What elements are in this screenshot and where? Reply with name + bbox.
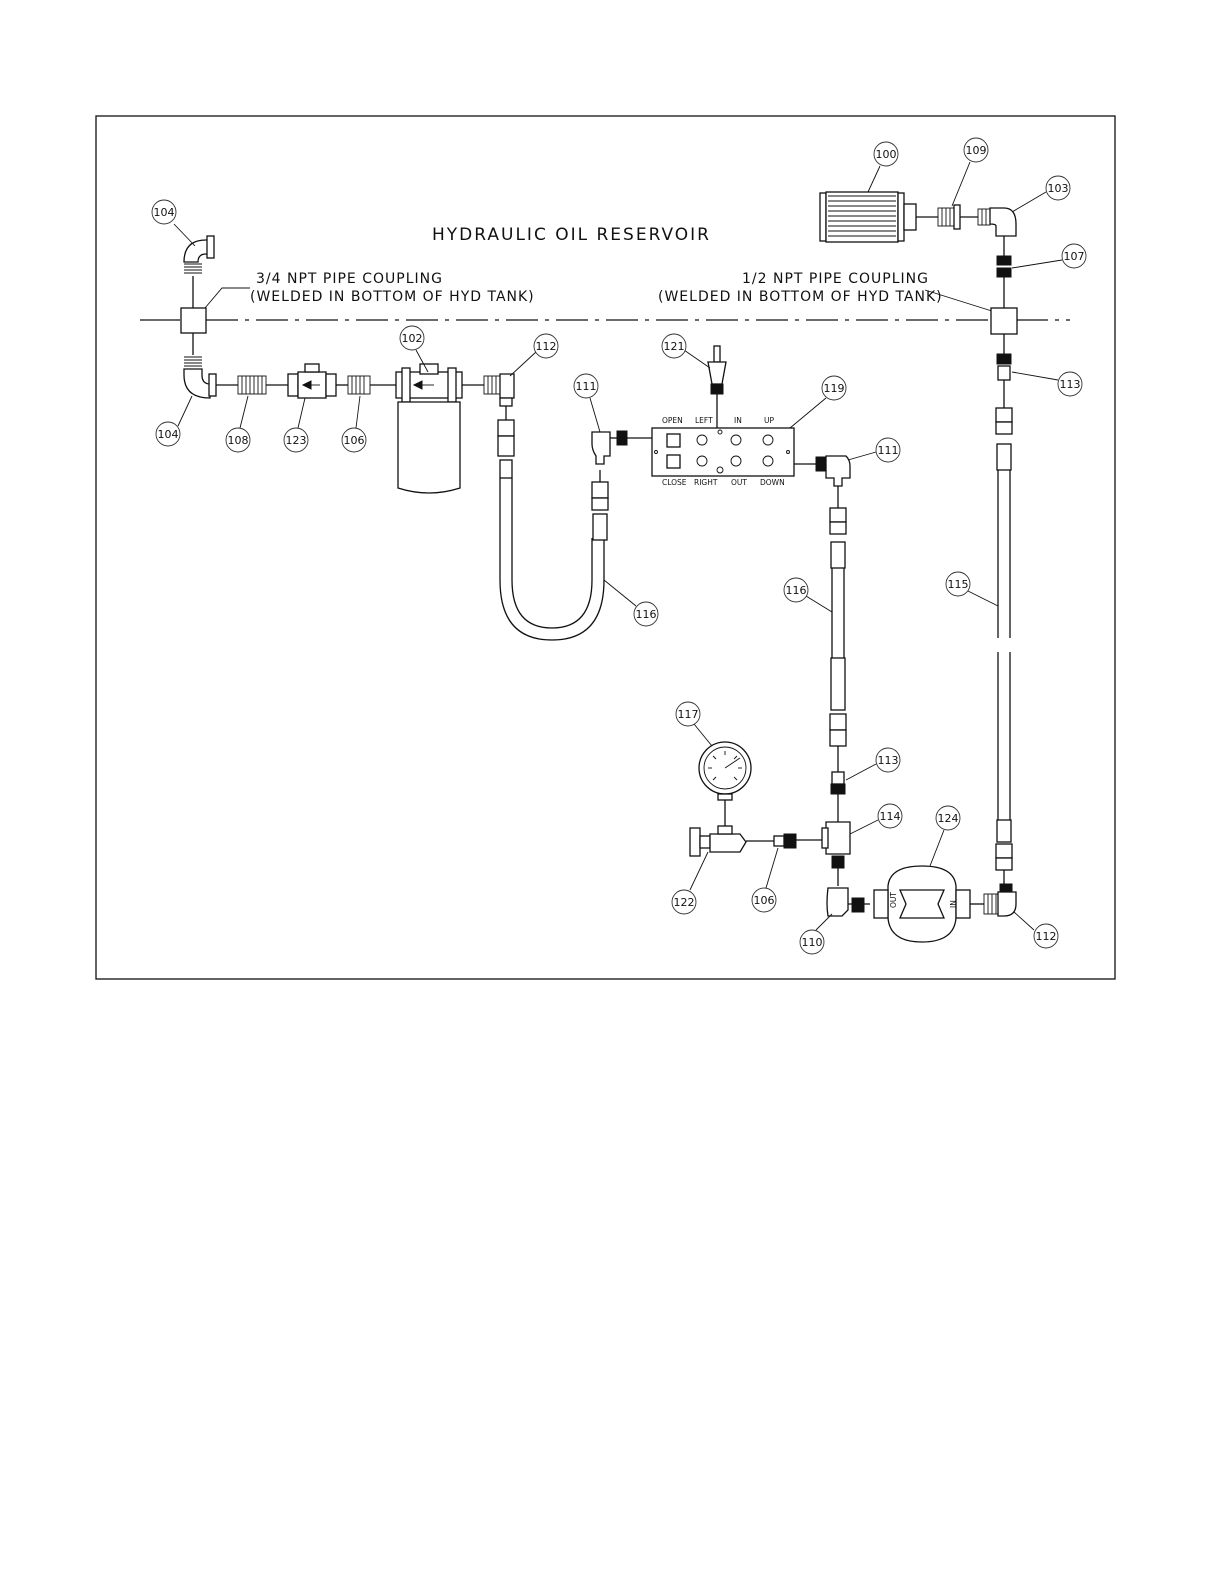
callout-122-label: 122: [674, 896, 695, 909]
callout-116-lower-label: 116: [636, 608, 657, 621]
callout-104-lower: 104: [156, 396, 192, 446]
nipple-106: [348, 376, 370, 394]
lower-elbow-104: [184, 333, 216, 398]
callout-104-upper: 104: [152, 200, 195, 246]
pump-label-in: IN: [949, 900, 958, 908]
callout-111-left-label: 111: [576, 380, 597, 393]
pump-124: OUT IN: [874, 866, 984, 942]
callout-106-upper-label: 106: [344, 434, 365, 447]
callout-108-label: 108: [228, 434, 249, 447]
right-coupling-label-line1: 1/2 NPT PIPE COUPLING: [742, 271, 929, 287]
left-coupling: [181, 308, 206, 333]
pump-label-out: OUT: [889, 892, 898, 908]
valve-label-out: OUT: [731, 478, 747, 487]
callout-113-upper: 113: [1012, 372, 1082, 396]
callout-115-label: 115: [948, 578, 969, 591]
callout-121: 121: [662, 334, 710, 368]
callout-124: 124: [930, 806, 960, 866]
strainer-100: [820, 192, 916, 242]
left-coupling-label-line2: (WELDED IN BOTTOM OF HYD TANK): [250, 289, 535, 305]
callout-116-lower: 116: [604, 580, 658, 626]
left-coupling-leader: [205, 288, 250, 308]
callout-113-upper-label: 113: [1060, 378, 1081, 391]
valve-label-up: UP: [764, 416, 774, 425]
pressure-gauge-117: [699, 742, 751, 800]
tee-114: [822, 822, 850, 886]
elbow-103: [978, 208, 1016, 256]
drawing-frame: [96, 116, 1115, 979]
callout-111-right-label: 111: [878, 444, 899, 457]
callout-115: 115: [946, 572, 998, 606]
valve-label-left: LEFT: [695, 416, 713, 425]
callout-112-left: 112: [510, 334, 558, 376]
callout-106-lower-label: 106: [754, 894, 775, 907]
callout-122: 122: [672, 852, 708, 914]
check-valve-123: [288, 364, 336, 398]
callout-123: 123: [284, 398, 308, 452]
callout-112-right-label: 112: [1036, 930, 1057, 943]
valve-label-open: OPEN: [662, 416, 683, 425]
callout-117: 117: [676, 702, 712, 746]
callout-121-label: 121: [664, 340, 685, 353]
elbow-111-left: [592, 431, 652, 464]
return-hose-115: [996, 408, 1012, 884]
callout-108: 108: [226, 396, 250, 452]
callout-123-label: 123: [286, 434, 307, 447]
elbow-110: [827, 888, 870, 916]
left-coupling-label-line1: 3/4 NPT PIPE COUPLING: [256, 271, 443, 287]
right-coupling-label-line2: (WELDED IN BOTTOM OF HYD TANK): [658, 289, 943, 305]
callout-110-label: 110: [802, 936, 823, 949]
suction-filter-102: [396, 364, 462, 493]
callout-112-right: 112: [1014, 912, 1058, 948]
callout-116-right-label: 116: [786, 584, 807, 597]
callout-114: 114: [850, 804, 902, 834]
pressure-hose-116: [830, 508, 846, 772]
callout-119-label: 119: [824, 382, 845, 395]
elbow-111-right: [794, 456, 850, 508]
callout-106-lower: 106: [752, 848, 778, 912]
callout-111-left: 111: [574, 374, 600, 432]
callout-116-right: 116: [784, 578, 832, 612]
callout-110: 110: [800, 914, 832, 954]
nipple-109: [938, 205, 960, 229]
callout-117-label: 117: [678, 708, 699, 721]
callout-107-label: 107: [1064, 250, 1085, 263]
callout-102-label: 102: [402, 332, 423, 345]
callout-103: 103: [1012, 176, 1070, 212]
gauge-branch: [746, 834, 822, 848]
callout-124-label: 124: [938, 812, 959, 825]
valve-label-close: CLOSE: [662, 478, 687, 487]
upper-elbow-104: [184, 236, 214, 308]
callout-109-label: 109: [966, 144, 987, 157]
callout-106-upper: 106: [342, 396, 366, 452]
callout-107: 107: [1012, 244, 1086, 268]
callout-102: 102: [400, 326, 428, 372]
bushing-107: [997, 256, 1011, 308]
nipple-108: [238, 376, 266, 394]
valve-label-right: RIGHT: [694, 478, 718, 487]
diagram-title: HYDRAULIC OIL RESERVOIR: [432, 225, 711, 245]
valve-label-in: IN: [734, 416, 742, 425]
callout-103-label: 103: [1048, 182, 1069, 195]
adapter-113-lower: [831, 772, 845, 822]
control-valve-119: OPEN LEFT IN UP CLOSE RIGHT OUT DOWN: [652, 416, 794, 487]
valve-label-down: DOWN: [760, 478, 785, 487]
callout-114-label: 114: [880, 810, 901, 823]
callout-100: 100: [868, 142, 898, 192]
callout-119: 119: [790, 376, 846, 428]
adapter-113-upper: [997, 354, 1011, 408]
right-coupling: [991, 308, 1017, 354]
callout-113-lower: 113: [846, 748, 900, 780]
callout-113-lower-label: 113: [878, 754, 899, 767]
callout-112-left-label: 112: [536, 340, 557, 353]
adapter-112-right: [984, 884, 1016, 916]
gauge-valve-122: [690, 800, 746, 856]
callout-111-right: 111: [848, 438, 900, 462]
adapter-112-left: [484, 374, 514, 406]
callout-104-lower-label: 104: [158, 428, 179, 441]
callout-104-upper-label: 104: [154, 206, 175, 219]
callout-100-label: 100: [876, 148, 897, 161]
callout-109: 109: [952, 138, 988, 206]
